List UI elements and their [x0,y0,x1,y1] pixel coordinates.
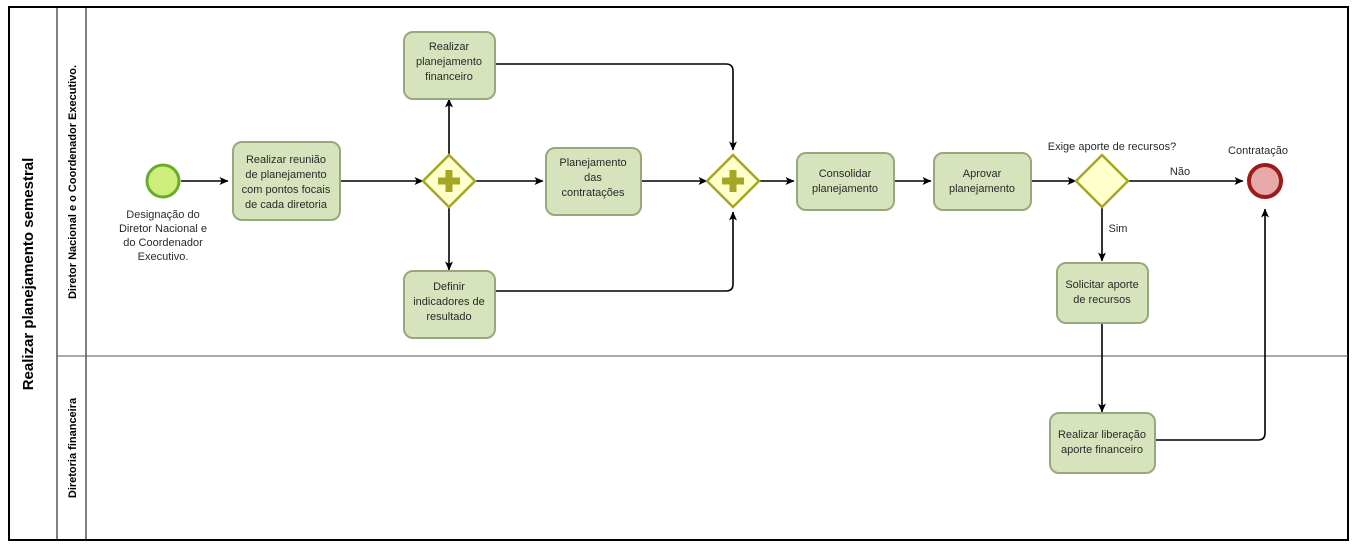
task-solicitar-aporte-line-0: Solicitar aporte [1065,279,1138,291]
task-aprovar-planejamento-box[interactable] [933,152,1032,211]
task-aprovar-line-1: planejamento [949,183,1015,195]
start-event-icon[interactable] [145,163,181,199]
task-planejamento-contratacoes-line-0: Planejamento [559,157,626,169]
task-realizar-reuniao-line-2: com pontos focais [242,184,331,196]
pool-title: Realizar planejamento semestral [20,158,37,391]
start-event-label-line-3: Executivo. [138,251,189,263]
gateway-exclusive-aporte-shape[interactable] [1074,153,1130,209]
gateway-exclusive-aporte-label: Exige aporte de recursos? [1048,141,1176,153]
task-consolidar-line-0: Consolidar [819,168,872,180]
task-definir-indicadores-line-2: resultado [426,311,471,323]
task-aprovar-line-0: Aprovar [963,168,1002,180]
sequence-flows [181,63,1269,441]
task-consolidar-line-1: planejamento [812,183,878,195]
task-planejamento-financeiro-box[interactable] [403,31,496,100]
start-event-group[interactable]: Designação do Diretor Nacional e do Coor… [119,163,207,263]
task-realizar-reuniao-line-3: de cada diretoria [245,199,328,211]
task-consolidar-planejamento[interactable]: Consolidar planejamento [796,152,895,211]
start-event-label-line-1: Diretor Nacional e [119,223,207,235]
task-definir-indicadores-line-1: indicadores de [413,296,485,308]
start-event-label-line-0: Designação do [126,209,199,221]
task-consolidar-planejamento-box[interactable] [796,152,895,211]
task-aprovar-planejamento[interactable]: Aprovar planejamento [933,152,1032,211]
gateway-parallel-split[interactable] [421,153,477,209]
task-planejamento-contratacoes-line-2: contratações [562,187,625,199]
end-event-label: Contratação [1228,145,1288,157]
task-solicitar-aporte-box[interactable] [1056,262,1149,324]
task-planejamento-contratacoes-line-1: das [584,172,602,184]
end-event-icon[interactable] [1247,163,1283,199]
task-solicitar-aporte-line-1: de recursos [1073,294,1131,306]
task-planejamento-financeiro-line-1: planejamento [416,56,482,68]
task-definir-indicadores-line-0: Definir [433,281,465,293]
lane-title-diretor-nacional: Diretor Nacional e o Coordenador Executi… [67,65,79,299]
pool-outer-border [8,6,1349,541]
task-realizar-reuniao-line-1: de planejamento [245,169,326,181]
task-planejamento-contratacoes[interactable]: Planejamento das contratações [545,147,642,216]
flow-label-sim: Sim [1109,223,1128,235]
task-realizar-reuniao[interactable]: Realizar reunião de planejamento com pon… [232,141,341,221]
task-liberacao-aporte-box[interactable] [1049,412,1156,474]
gateway-exclusive-aporte[interactable]: Exige aporte de recursos? [1048,141,1176,209]
flow-indicadores-to-join [495,211,737,292]
start-event-label-line-2: do Coordenador [123,237,203,249]
pool-frame-group [8,6,1349,541]
task-planejamento-financeiro-line-0: Realizar [429,41,470,53]
flow-liberacao-to-end [1155,208,1269,441]
task-planejamento-financeiro[interactable]: Realizar planejamento financeiro [403,31,496,100]
task-planejamento-financeiro-line-2: financeiro [425,71,473,83]
task-realizar-reuniao-line-0: Realizar reunião [246,154,326,166]
gateway-parallel-join[interactable] [705,153,761,209]
task-liberacao-aporte[interactable]: Realizar liberação aporte financeiro [1049,412,1156,474]
task-liberacao-aporte-line-1: aporte financeiro [1061,444,1143,456]
task-liberacao-aporte-line-0: Realizar liberação [1058,429,1146,441]
task-definir-indicadores-box[interactable] [403,270,496,339]
flow-financeiro-to-join [495,63,737,151]
task-realizar-reuniao-box[interactable] [232,141,341,221]
task-planejamento-contratacoes-box[interactable] [545,147,642,216]
flow-label-nao: Não [1170,166,1190,178]
end-event-group[interactable]: Contratação [1228,145,1288,199]
lane-title-diretoria-financeira: Diretoria financeira [67,397,79,498]
task-definir-indicadores[interactable]: Definir indicadores de resultado [403,270,496,339]
task-solicitar-aporte[interactable]: Solicitar aporte de recursos [1056,262,1149,324]
